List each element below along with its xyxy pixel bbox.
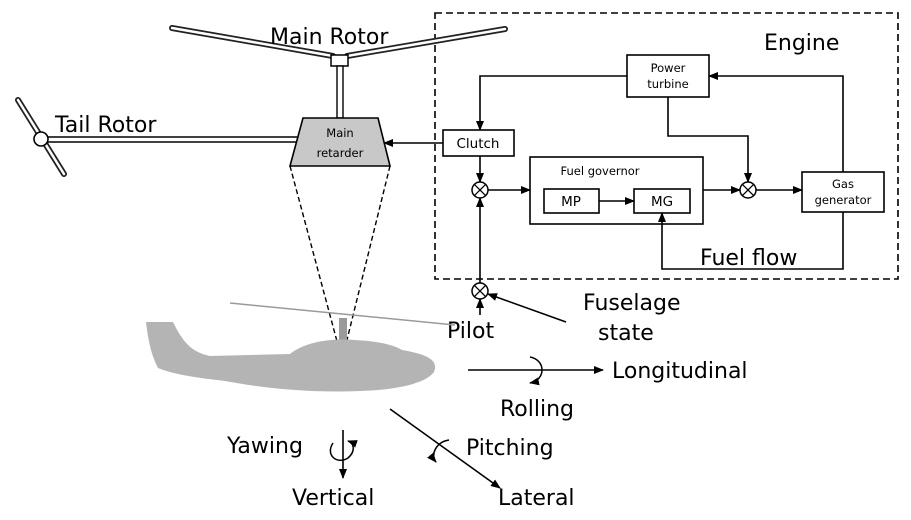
pilot-label: Pilot: [447, 319, 494, 344]
sum-junction-right: [739, 181, 757, 199]
rotor-shadow: [229, 302, 456, 326]
sum-junction-pilot: [471, 282, 489, 300]
lateral-label: Lateral: [498, 486, 575, 511]
tail-rotor: [15, 97, 298, 177]
engine-boundary: [434, 12, 899, 280]
cone-right: [341, 165, 391, 361]
motion-axes: [329, 356, 604, 489]
main-retarder-label-2: retarder: [317, 146, 364, 160]
fuselage-silhouette: [146, 302, 456, 392]
gas-generator-label-1: Gas: [832, 177, 854, 191]
mg-label: MG: [651, 194, 673, 210]
main-retarder-label-1: Main: [326, 126, 353, 140]
sum-junction-left: [471, 181, 489, 199]
gas-generator-box: [801, 171, 885, 213]
tail-rotor-label: Tail Rotor: [54, 113, 157, 138]
gas-generator-label-2: generator: [815, 193, 872, 207]
fuel-governor-label: Fuel governor: [561, 164, 640, 178]
clutch-label: Clutch: [456, 136, 499, 152]
longitudinal-label: Longitudinal: [612, 359, 748, 384]
rotor-hub: [330, 54, 349, 67]
mp-label: MP: [561, 194, 581, 210]
fuselage-state-label-2: state: [598, 321, 654, 346]
yawing-label: Yawing: [226, 434, 303, 459]
connections: [383, 72, 844, 323]
engine-label: Engine: [764, 31, 839, 56]
main-rotor-label: Main Rotor: [270, 25, 389, 50]
pitching-label: Pitching: [466, 436, 554, 461]
main-rotor: [169, 25, 508, 119]
fuselage-state-label-1: Fuselage: [583, 291, 681, 316]
fuel-flow-label: Fuel flow: [700, 246, 797, 271]
power-turbine-label-1: Power: [651, 61, 686, 75]
vertical-label: Vertical: [292, 486, 374, 511]
tail-rotor-hub: [33, 131, 49, 147]
rotor-mast: [336, 65, 344, 119]
clutch-box: [442, 129, 515, 157]
cone-left: [289, 165, 343, 361]
power-turbine-label-2: turbine: [647, 77, 688, 91]
rolling-label: Rolling: [500, 397, 574, 422]
